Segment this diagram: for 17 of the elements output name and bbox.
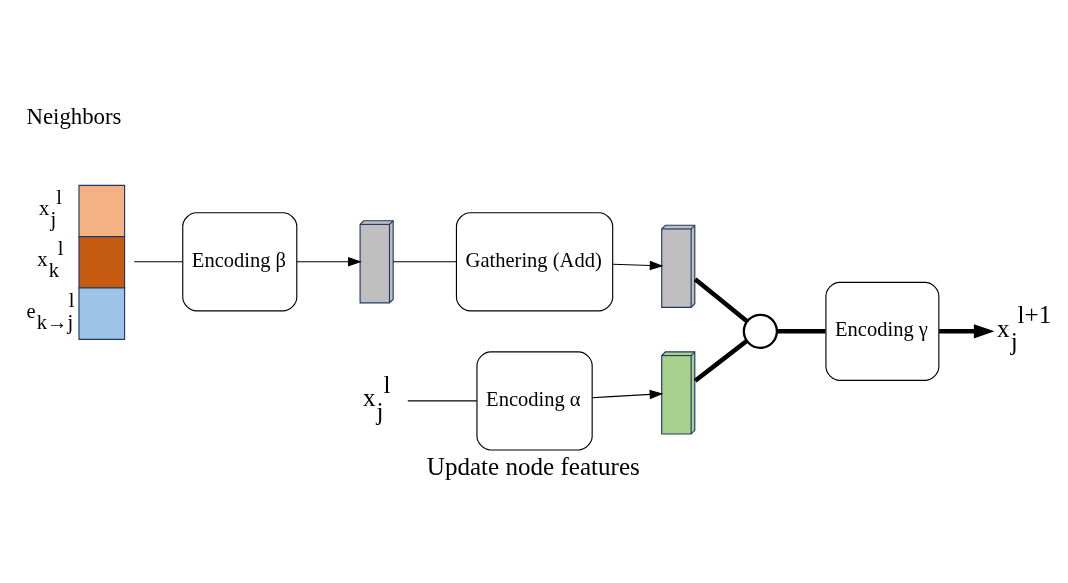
label: Neighbors	[26, 103, 122, 129]
node-circle	[742, 313, 779, 349]
node-box: Gathering (Add)	[455, 211, 614, 311]
node-box: Encoding β	[182, 211, 298, 311]
connector	[693, 338, 749, 383]
connector	[777, 328, 826, 334]
arrow	[612, 260, 664, 270]
caption: Update node features	[426, 452, 640, 480]
connector	[693, 276, 749, 323]
connector	[407, 399, 478, 401]
node-box: Encoding γ	[825, 281, 940, 381]
node-box: Encoding α	[476, 350, 593, 450]
connector	[392, 260, 457, 262]
arrow	[939, 323, 995, 339]
arrow	[591, 389, 664, 399]
connector	[133, 260, 184, 262]
arrow	[296, 256, 362, 267]
